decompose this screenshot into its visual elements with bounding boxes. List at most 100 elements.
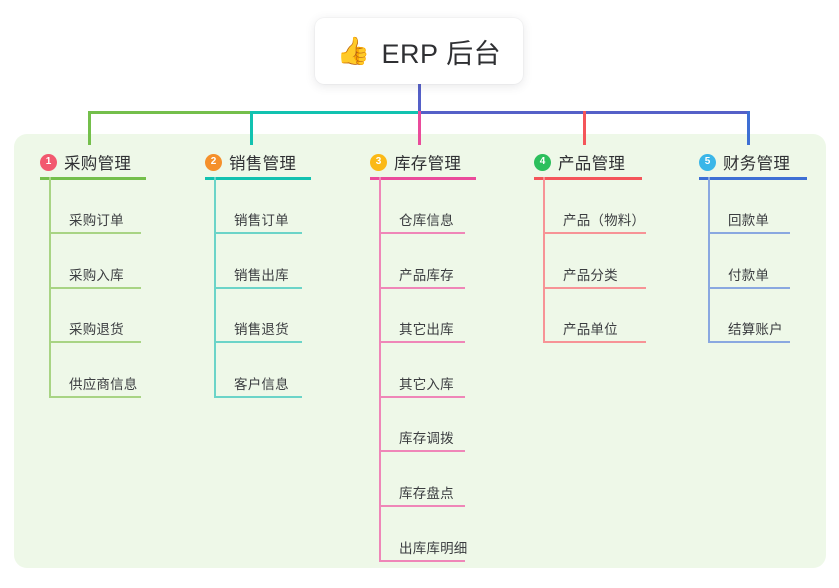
leaf-node-label: 结算账户 [728,322,783,338]
leaf-node-underline [379,341,465,344]
leaf-node[interactable]: 采购退货 [49,319,141,344]
leaf-node-underline [708,286,790,289]
branch-spine-3 [379,177,381,562]
leaf-node-underline [708,341,790,344]
leaf-node-label: 产品单位 [563,322,618,338]
leaf-node-label: 销售退货 [234,322,289,338]
leaf-node-label: 其它入库 [399,376,454,392]
leaf-node[interactable]: 销售出库 [214,265,302,289]
leaf-node[interactable]: 其它出库 [379,319,465,344]
leaf-node[interactable]: 仓库信息 [379,210,465,234]
leaf-node[interactable]: 采购订单 [49,210,141,234]
branch-title-3: 库存管理 [394,155,462,173]
trunk-segment-4 [583,111,750,114]
leaf-node-label: 产品分类 [563,267,618,283]
leaf-node-label: 销售订单 [234,213,289,228]
thumbs-up-icon: 👍 [336,36,371,66]
leaf-node-underline [708,232,790,234]
branch-drop-1 [88,111,91,145]
leaf-node-label: 付款单 [728,267,770,283]
leaf-node-label: 供应商信息 [69,376,138,392]
leaf-node[interactable]: 结算账户 [708,319,790,344]
leaf-node-label: 库存调拨 [399,431,454,447]
leaf-node[interactable]: 销售退货 [214,319,302,344]
branch-underline-1 [40,177,146,180]
leaf-node-label: 其它出库 [399,322,454,338]
branch-title-4: 产品管理 [558,155,626,173]
branch-index-badge-5: 5 [699,153,716,171]
leaf-node[interactable]: 产品单位 [543,319,646,344]
branch-header-3[interactable]: 3 库存管理 [370,150,461,174]
branch-backdrop-panel [14,134,826,568]
branch-spine-5 [708,177,710,344]
leaf-node-label: 仓库信息 [399,213,454,228]
leaf-node-underline [214,232,302,234]
branch-underline-2 [205,177,311,180]
leaf-node[interactable]: 客户信息 [214,374,302,398]
leaf-node-underline [379,450,465,453]
trunk-segment-1 [88,111,253,114]
leaf-node-underline [379,395,465,398]
leaf-node-label: 出库库明细 [399,540,468,556]
branch-header-1[interactable]: 1 采购管理 [40,150,131,174]
branch-underline-3 [370,177,476,180]
leaf-node-label: 产品（物料） [563,213,646,228]
leaf-node[interactable]: 产品分类 [543,265,646,289]
branch-underline-5 [699,177,807,180]
leaf-node-label: 产品库存 [399,267,454,283]
branch-drop-3 [418,111,421,145]
leaf-node-underline [214,395,302,398]
root-stem-connector [418,84,421,114]
leaf-node[interactable]: 出库库明细 [379,538,468,562]
branch-spine-4 [543,177,545,344]
leaf-node[interactable]: 库存盘点 [379,483,465,507]
leaf-node-label: 库存盘点 [399,486,454,501]
trunk-segment-3 [418,111,586,114]
leaf-node-label: 回款单 [728,213,770,228]
root-node-label: ERP 后台 [381,38,502,69]
leaf-node-label: 采购订单 [69,213,124,228]
branch-index-badge-4: 4 [534,153,551,171]
leaf-node-underline [379,559,465,562]
leaf-node[interactable]: 其它入库 [379,374,465,398]
leaf-node-underline [379,232,465,234]
leaf-node-underline [214,341,302,344]
leaf-node-underline [49,286,141,289]
branch-header-2[interactable]: 2 销售管理 [205,150,296,174]
branch-title-2: 销售管理 [229,155,297,173]
leaf-node-underline [543,232,646,234]
branch-header-4[interactable]: 4 产品管理 [534,150,625,174]
leaf-node-underline [543,341,646,344]
leaf-node-underline [49,341,141,344]
leaf-node[interactable]: 产品库存 [379,265,465,289]
trunk-segment-2 [250,111,421,114]
leaf-node-label: 客户信息 [234,376,289,392]
leaf-node-underline [49,232,141,234]
branch-drop-4 [583,111,586,145]
leaf-node[interactable]: 供应商信息 [49,374,141,398]
leaf-node[interactable]: 销售订单 [214,210,302,234]
branch-drop-2 [250,111,253,145]
leaf-node[interactable]: 采购入库 [49,265,141,289]
leaf-node-underline [214,286,302,289]
leaf-node-label: 销售出库 [234,267,289,283]
branch-drop-5 [747,111,750,145]
leaf-node-underline [379,286,465,289]
branch-index-badge-1: 1 [40,153,57,171]
leaf-node[interactable]: 产品（物料） [543,210,646,234]
leaf-node-underline [543,286,646,289]
leaf-node-label: 采购入库 [69,267,124,283]
leaf-node-underline [49,395,141,398]
leaf-node-underline [379,505,465,507]
branch-index-badge-3: 3 [370,153,387,171]
branch-index-badge-2: 2 [205,153,222,171]
leaf-node[interactable]: 库存调拨 [379,428,465,453]
branch-header-5[interactable]: 5 财务管理 [699,150,790,174]
leaf-node-label: 采购退货 [69,322,124,338]
leaf-node[interactable]: 回款单 [708,210,790,234]
branch-title-5: 财务管理 [723,155,791,173]
leaf-node[interactable]: 付款单 [708,265,790,289]
branch-title-1: 采购管理 [64,155,132,173]
root-node[interactable]: 👍 ERP 后台 [315,18,523,84]
